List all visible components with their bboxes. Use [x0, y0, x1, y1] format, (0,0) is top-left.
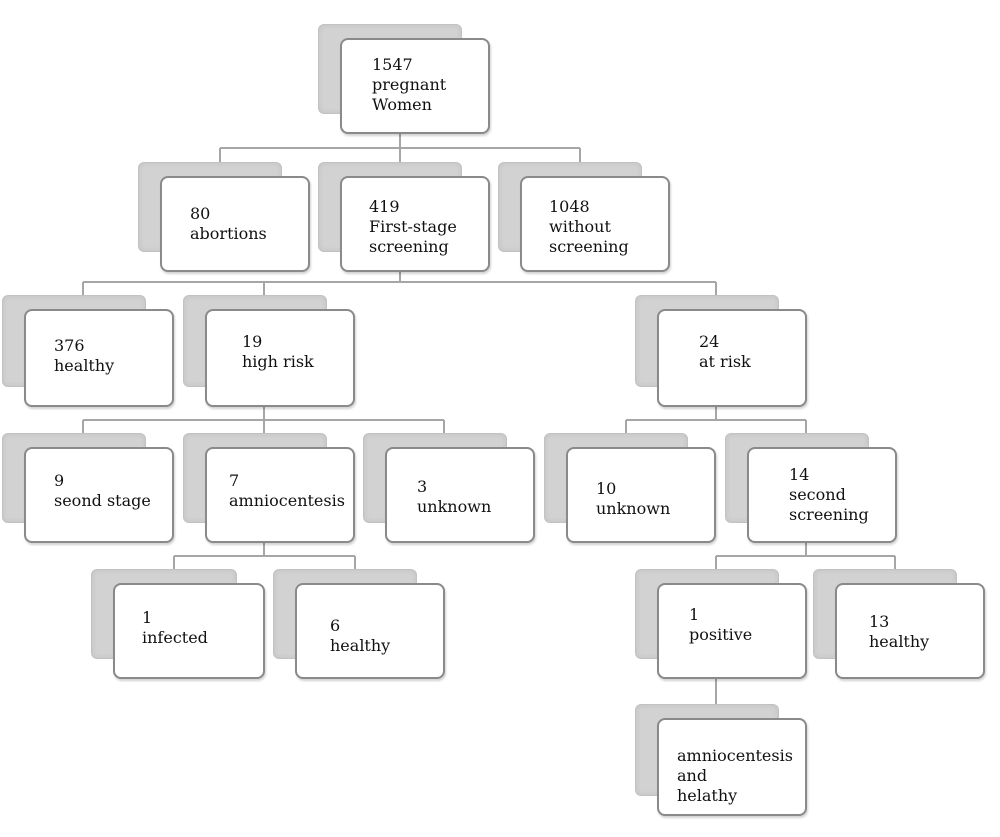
box-label-line: positive: [689, 625, 753, 644]
box-label-line: healthy: [330, 636, 391, 655]
box-label-line: 9: [54, 471, 65, 490]
box-label-line: and: [677, 766, 708, 785]
box-label-line: screening: [549, 237, 629, 256]
box-label-line: 80: [190, 204, 211, 223]
box-label-line: unknown: [417, 497, 492, 516]
box-label-line: at risk: [699, 352, 751, 371]
box-label-line: helathy: [677, 786, 738, 805]
box-label-line: 3: [417, 477, 428, 496]
box-label-line: 7: [229, 471, 240, 490]
box-label-line: Women: [372, 95, 432, 114]
box-label-line: 1048: [549, 197, 590, 216]
box-label-line: 13: [869, 612, 890, 631]
box-label-line: pregnant: [372, 75, 447, 94]
box-label-line: 19: [242, 332, 263, 351]
box-label-line: 6: [330, 616, 341, 635]
box-label-line: 419: [369, 197, 400, 216]
box-label-line: seond stage: [54, 491, 151, 510]
box-label-line: abortions: [190, 224, 267, 243]
box-label-line: 1: [689, 605, 700, 624]
box-label-line: high risk: [242, 352, 314, 371]
box-label-line: 10: [596, 479, 617, 498]
box-label-line: First-stage: [369, 217, 457, 236]
box-label-line: without: [549, 217, 611, 236]
box-label-line: infected: [142, 628, 208, 647]
box-label-line: 24: [699, 332, 720, 351]
box-label-line: screening: [369, 237, 449, 256]
box-label-line: 1547: [372, 55, 413, 74]
box-label-line: unknown: [596, 499, 671, 518]
box-label-line: 14: [789, 465, 810, 484]
box-label-line: amniocentesis: [229, 491, 345, 510]
box-label-line: amniocentesis: [677, 746, 793, 765]
box-label-line: screening: [789, 505, 869, 524]
box-label-line: 376: [54, 336, 85, 355]
box-label-line: healthy: [869, 632, 930, 651]
box-label-line: 1: [142, 608, 153, 627]
box-label-line: second: [789, 485, 846, 504]
box-label-line: healthy: [54, 356, 115, 375]
